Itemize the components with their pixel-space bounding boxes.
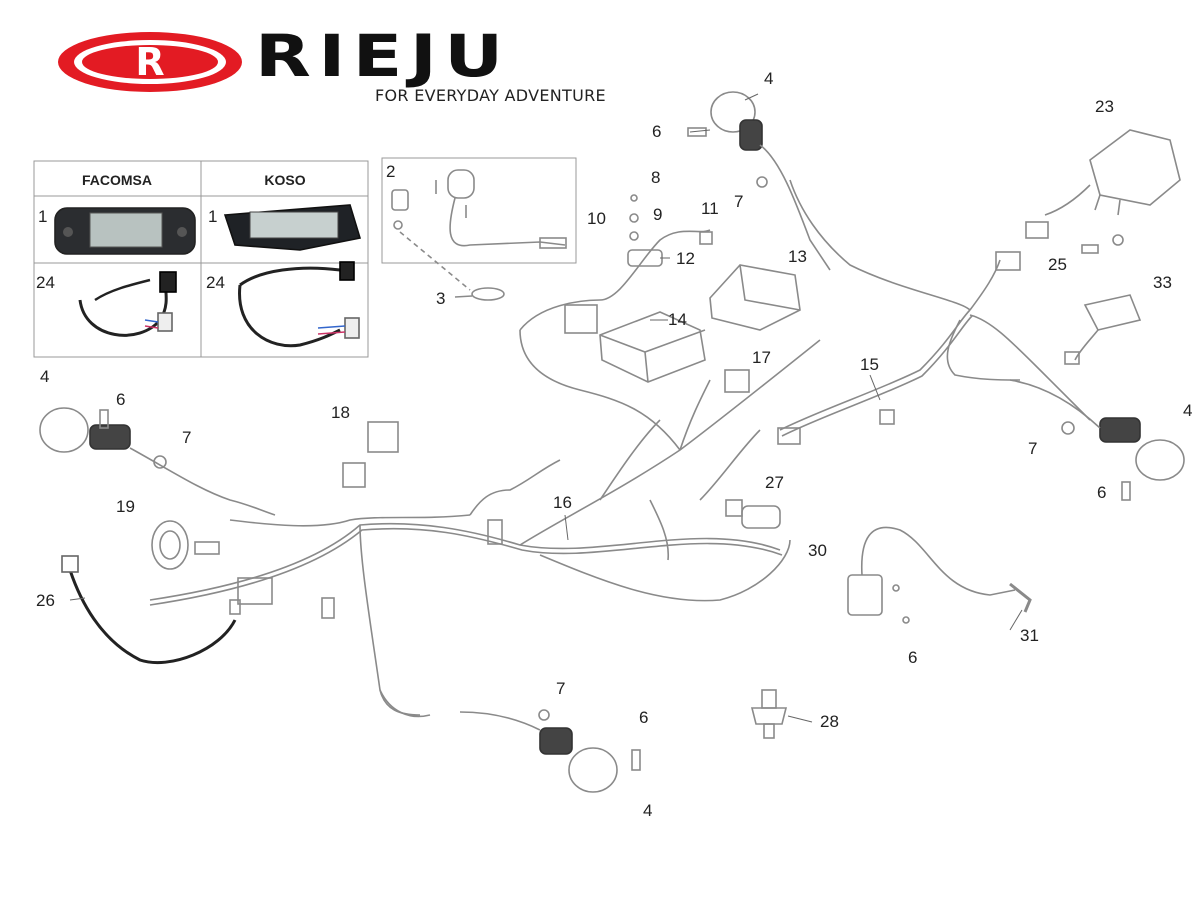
horn-19 [151,520,220,570]
dash-harness-facomsa [78,271,177,337]
main-harness-16 [149,339,821,718]
callout-1-koso: 1 [208,207,217,226]
logo-letter: R [135,40,164,84]
callout-13: 13 [788,247,807,266]
callout-1-facomsa: 1 [38,207,47,226]
callout-4-top: 4 [764,69,773,88]
callout-15: 15 [860,355,879,374]
rieju-oval-emblem: R [58,32,242,92]
callout-16: 16 [553,493,572,512]
dash-harness-koso [238,261,360,348]
regulator-13 [709,264,801,331]
callout-23: 23 [1095,97,1114,116]
callout-4-right: 4 [1183,401,1192,420]
callout-14: 14 [668,310,687,329]
callout-27: 27 [765,473,784,492]
callout-24-facomsa: 24 [36,273,55,292]
cable-26 [61,555,237,665]
callout-19: 19 [116,497,135,516]
callout-26: 26 [36,591,55,610]
table-header-facomsa: FACOMSA [82,172,152,188]
component-27 [725,499,781,529]
callout-11: 11 [701,199,719,218]
callout-4-left: 4 [40,367,49,386]
callout-6-left: 6 [116,390,125,409]
callout-7-bottom: 7 [556,679,565,698]
table-header-koso: KOSO [264,172,305,188]
ecu-14 [564,304,706,383]
callout-8: 8 [651,168,660,187]
indicator-top [687,91,831,271]
callout-6-right: 6 [1097,483,1106,502]
callout-10: 10 [587,209,606,228]
callout-6-top: 6 [652,122,661,141]
relay-18 [367,421,399,453]
switch-bracket [471,287,505,301]
callout-18: 18 [331,403,350,422]
callout-2: 2 [386,162,395,181]
indicator-bottom [459,709,641,793]
indicator-left [39,407,276,516]
koso-dashboard [223,204,362,251]
callout-7-left: 7 [182,428,191,447]
tail-light-23 [1025,129,1181,254]
harness-15 [777,179,1091,445]
callout-17: 17 [752,348,771,367]
callout-3: 3 [436,289,445,308]
license-light-33 [1064,294,1142,365]
brand-wordmark: RIEJU [255,22,511,90]
callout-30: 30 [808,541,827,560]
indicator-right [1009,379,1185,501]
callout-31: 31 [1020,626,1039,645]
callout-33: 33 [1153,273,1172,292]
callout-12: 12 [676,249,695,268]
callout-7-top: 7 [734,192,743,211]
callout-24-koso: 24 [206,273,225,292]
callout-6-coil: 6 [908,648,917,667]
brand-tagline: FOR EVERYDAY ADVENTURE [375,86,606,105]
callout-4-bottom: 4 [643,801,652,820]
dashboard-table [33,160,369,358]
callout-28: 28 [820,712,839,731]
ignition-coil-30 [847,526,1032,624]
callout-25: 25 [1048,255,1067,274]
callout-6-bottom: 6 [639,708,648,727]
component-17 [724,369,750,393]
sensor-28 [750,689,788,739]
callout-7-right: 7 [1028,439,1037,458]
callout-9: 9 [653,205,662,224]
sensor-12 [627,194,713,267]
ignition-switch-box [381,157,577,291]
facomsa-dashboard [54,207,196,255]
rieju-logo: R [55,28,595,108]
